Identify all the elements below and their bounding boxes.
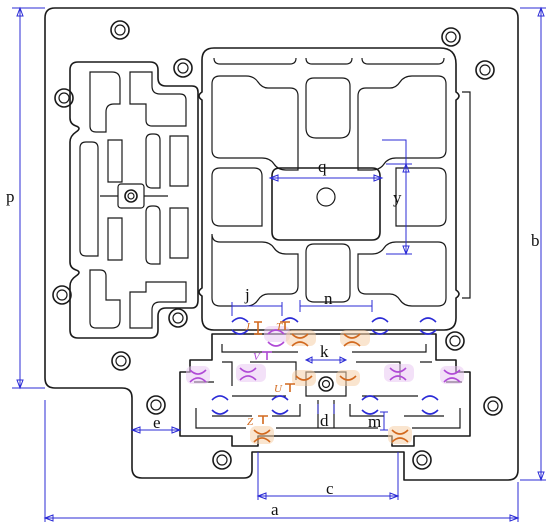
dimension-m-line xyxy=(380,411,388,431)
label-j: j xyxy=(244,285,250,304)
joint-label-Z: Z xyxy=(247,416,254,428)
label-y: y xyxy=(393,188,402,207)
label-b: b xyxy=(531,231,540,250)
base-plate-outline xyxy=(44,7,519,481)
label-k: k xyxy=(320,342,329,361)
left-flexure-mechanism xyxy=(69,61,199,339)
label-m: m xyxy=(368,412,381,431)
dimension-n-line xyxy=(299,300,373,312)
central-stage xyxy=(198,47,471,331)
label-q: q xyxy=(318,157,327,176)
joint-label-T: T xyxy=(276,321,283,333)
dimension-c-line xyxy=(257,452,399,500)
dimension-d-line xyxy=(317,404,335,414)
dimension-labels: a b p q y j n k d m e c xyxy=(6,157,540,519)
dimension-j-line xyxy=(231,302,283,316)
label-p: p xyxy=(6,187,15,206)
dimension-p-line xyxy=(12,7,45,389)
dimension-lines xyxy=(12,6,546,522)
joint-highlights xyxy=(186,317,464,444)
dimension-y-line xyxy=(386,163,412,255)
label-c: c xyxy=(326,479,334,498)
joint-markers: J T V U Z xyxy=(245,321,295,428)
joint-label-U: U xyxy=(274,383,283,395)
label-n: n xyxy=(324,289,333,308)
mounting-holes xyxy=(52,20,503,470)
dimension-q-line xyxy=(270,139,407,179)
label-e: e xyxy=(153,413,161,432)
joint-label-V: V xyxy=(253,351,261,363)
dimension-a-line xyxy=(44,400,519,522)
dimension-b-line xyxy=(520,7,546,481)
joint-label-J: J xyxy=(245,321,251,333)
label-a: a xyxy=(271,500,279,519)
label-d: d xyxy=(320,411,329,430)
